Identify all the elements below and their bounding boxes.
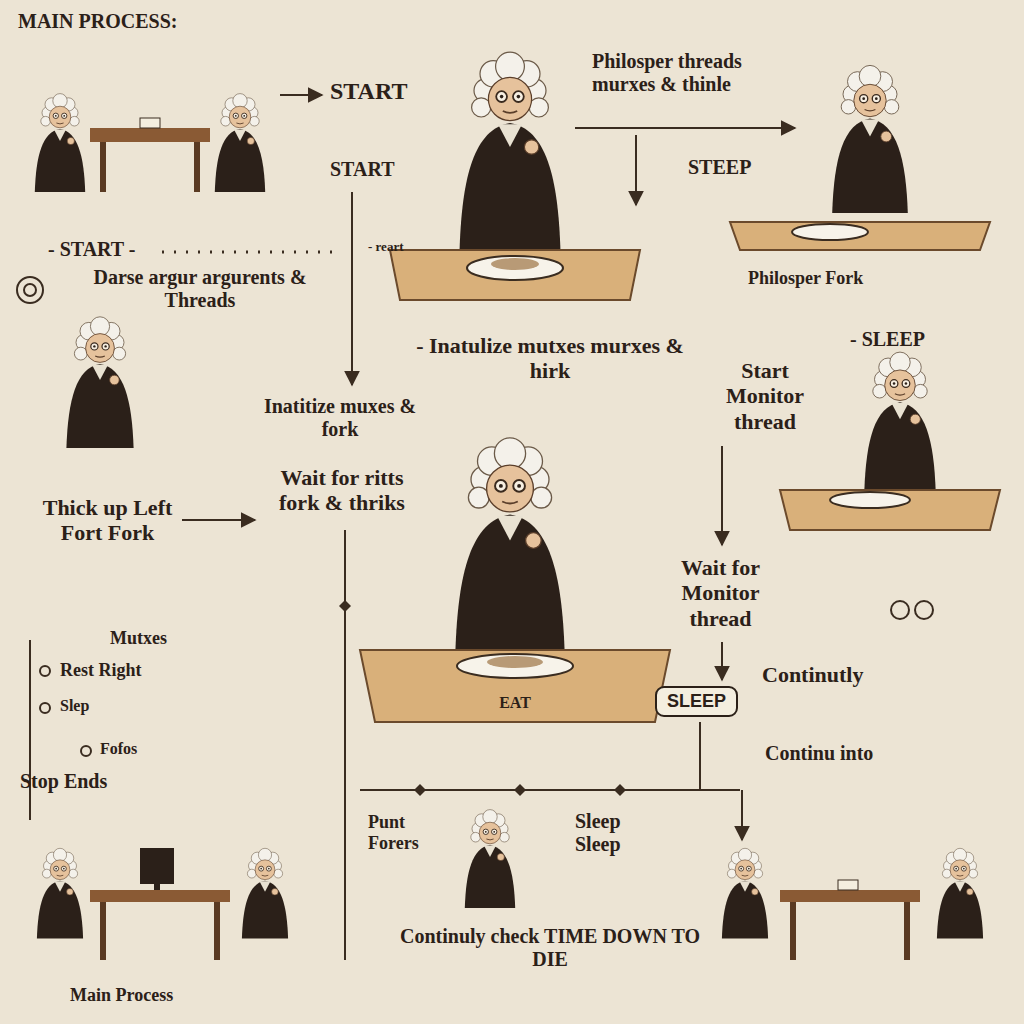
step-label: Wait for ritts fork & thriks xyxy=(262,465,422,516)
step-label: Slep xyxy=(60,697,140,715)
monitor-stand xyxy=(154,884,160,890)
table xyxy=(780,890,920,902)
diamond-markers xyxy=(339,600,626,796)
diagram-title: MAIN PROCESS: xyxy=(18,10,177,33)
philosopher-figure xyxy=(864,352,935,491)
step-label: Rest Right xyxy=(60,660,180,681)
step-label: Punt Forers xyxy=(368,812,443,853)
step-label: - reart xyxy=(368,240,448,255)
table-leg xyxy=(790,902,796,960)
philosophers-at-computer xyxy=(37,848,288,960)
bullet xyxy=(40,666,50,676)
step-label: Inatitize muxes & fork xyxy=(250,395,430,441)
plate xyxy=(457,654,573,678)
philosophers-at-table xyxy=(722,848,983,960)
bullet xyxy=(40,703,50,713)
diamond-marker xyxy=(614,784,626,796)
flow-arrow xyxy=(741,790,743,840)
flow-arrow xyxy=(575,127,795,129)
food xyxy=(487,656,543,668)
step-label: - SLEEP xyxy=(850,328,960,351)
eye-symbol xyxy=(891,601,909,619)
philosopher-eating xyxy=(780,352,1000,530)
philosopher-figure xyxy=(35,94,85,192)
step-label: START xyxy=(330,158,420,181)
cup xyxy=(838,880,858,890)
step-label: Wait for Monitor thread xyxy=(648,555,793,631)
flow-line xyxy=(344,530,346,960)
plate xyxy=(830,492,910,508)
step-label: Sleep Sleep xyxy=(575,810,655,856)
dotted-line xyxy=(162,251,340,254)
step-label: Main Process xyxy=(70,985,230,1006)
philosopher-eating xyxy=(730,65,990,250)
bullet xyxy=(81,746,91,756)
philosopher-figure xyxy=(460,52,561,249)
table xyxy=(780,490,1000,530)
flow-arrow xyxy=(721,642,723,680)
philosopher-figure xyxy=(832,65,908,213)
philosopher-figure xyxy=(37,848,83,938)
table xyxy=(390,250,640,300)
philosopher-eating xyxy=(360,438,670,722)
step-label: Fofos xyxy=(100,740,190,758)
plate xyxy=(467,256,563,280)
table-leg xyxy=(904,902,910,960)
table-leg xyxy=(214,902,220,960)
philosopher-figure xyxy=(722,848,768,938)
step-label: Philosper Fork xyxy=(748,268,948,289)
flow-arrow xyxy=(182,519,255,521)
step-label: Darse argur argurents & Threads xyxy=(60,266,340,312)
table-leg xyxy=(100,902,106,960)
flow-arrow xyxy=(721,446,723,545)
step-label: Continuly check TIME DOWN TO DIE xyxy=(380,925,720,971)
flow-arrow xyxy=(351,192,353,385)
diamond-marker xyxy=(339,600,351,612)
step-label: Philosper threads murxes & thinle xyxy=(592,50,802,96)
spiral-symbol xyxy=(24,284,36,296)
monitor xyxy=(140,848,174,884)
table-leg xyxy=(194,142,200,192)
flow-line xyxy=(699,722,701,790)
philosophers-at-table xyxy=(35,94,265,192)
philosopher-figure xyxy=(937,848,983,938)
diamond-marker xyxy=(414,784,426,796)
step-label: - Inatulize mutxes murxes & hirk xyxy=(410,333,690,384)
table xyxy=(730,222,990,250)
table-leg xyxy=(100,142,106,192)
food xyxy=(491,258,539,270)
plate xyxy=(792,224,868,240)
step-label: Thick up Left Fort Fork xyxy=(40,495,175,546)
flow-line xyxy=(29,640,31,820)
step-label: STEEP xyxy=(688,156,778,179)
step-label: Mutxes xyxy=(110,628,210,649)
step-label: Continutly xyxy=(762,662,942,687)
step-label: Stop Ends xyxy=(20,770,150,793)
philosopher-figure xyxy=(66,317,133,448)
spiral-symbol xyxy=(17,277,43,303)
step-label: Continu into xyxy=(765,742,965,765)
cup xyxy=(140,118,160,128)
flow-arrow xyxy=(635,135,637,205)
step-label: EAT xyxy=(480,694,550,712)
diamond-marker xyxy=(514,784,526,796)
step-label: - START - xyxy=(48,238,158,261)
table xyxy=(90,128,210,142)
state-button: SLEEP xyxy=(655,686,738,717)
step-label: START xyxy=(330,78,420,106)
philosopher-figure xyxy=(455,438,564,651)
step-label: Start Monitor thread xyxy=(700,358,830,434)
philosopher-figure xyxy=(215,94,265,192)
philosopher-figure xyxy=(465,810,515,908)
philosopher-figure xyxy=(242,848,288,938)
table xyxy=(360,650,670,722)
node-text: SLEEP xyxy=(667,691,726,712)
eye-symbol xyxy=(915,601,933,619)
flow-arrow xyxy=(280,94,322,96)
table xyxy=(90,890,230,902)
flow-lines xyxy=(30,95,795,960)
